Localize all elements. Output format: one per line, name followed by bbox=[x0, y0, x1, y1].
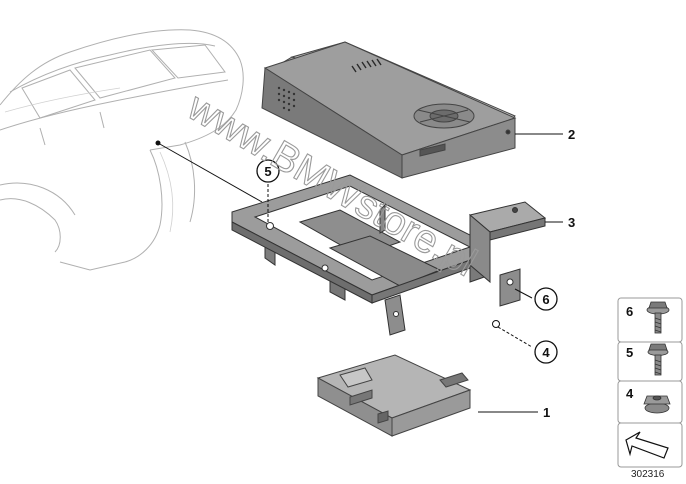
small-control-module bbox=[316, 354, 472, 437]
legend-number-4: 4 bbox=[626, 386, 634, 401]
car-outline-highlight bbox=[4, 87, 174, 233]
car-outline bbox=[0, 29, 244, 271]
cooling-fan bbox=[413, 103, 475, 129]
callout-5: 5 bbox=[264, 164, 271, 179]
callout-4: 4 bbox=[542, 345, 550, 360]
control-unit-box bbox=[261, 41, 517, 179]
callout-6: 6 bbox=[542, 292, 549, 307]
hex-nut-icon bbox=[643, 395, 671, 414]
callout-2: 2 bbox=[568, 127, 575, 142]
mounting-bracket bbox=[231, 174, 547, 336]
reference-number: 302316 bbox=[631, 469, 665, 480]
callout-1: 1 bbox=[543, 405, 550, 420]
speaker-grille bbox=[277, 86, 296, 112]
legend-number-6: 6 bbox=[626, 304, 633, 319]
callout-5-marker bbox=[256, 159, 280, 224]
callout-4-marker bbox=[492, 320, 558, 364]
vent-slots bbox=[351, 58, 382, 73]
flange-screw-icon bbox=[646, 301, 670, 334]
callout-3: 3 bbox=[568, 215, 575, 230]
direction-arrow-icon bbox=[625, 431, 669, 459]
callout-6-marker bbox=[514, 287, 558, 311]
legend-number-5: 5 bbox=[626, 345, 633, 360]
installation-leader-line bbox=[155, 140, 263, 203]
hex-bolt-icon bbox=[647, 343, 669, 376]
